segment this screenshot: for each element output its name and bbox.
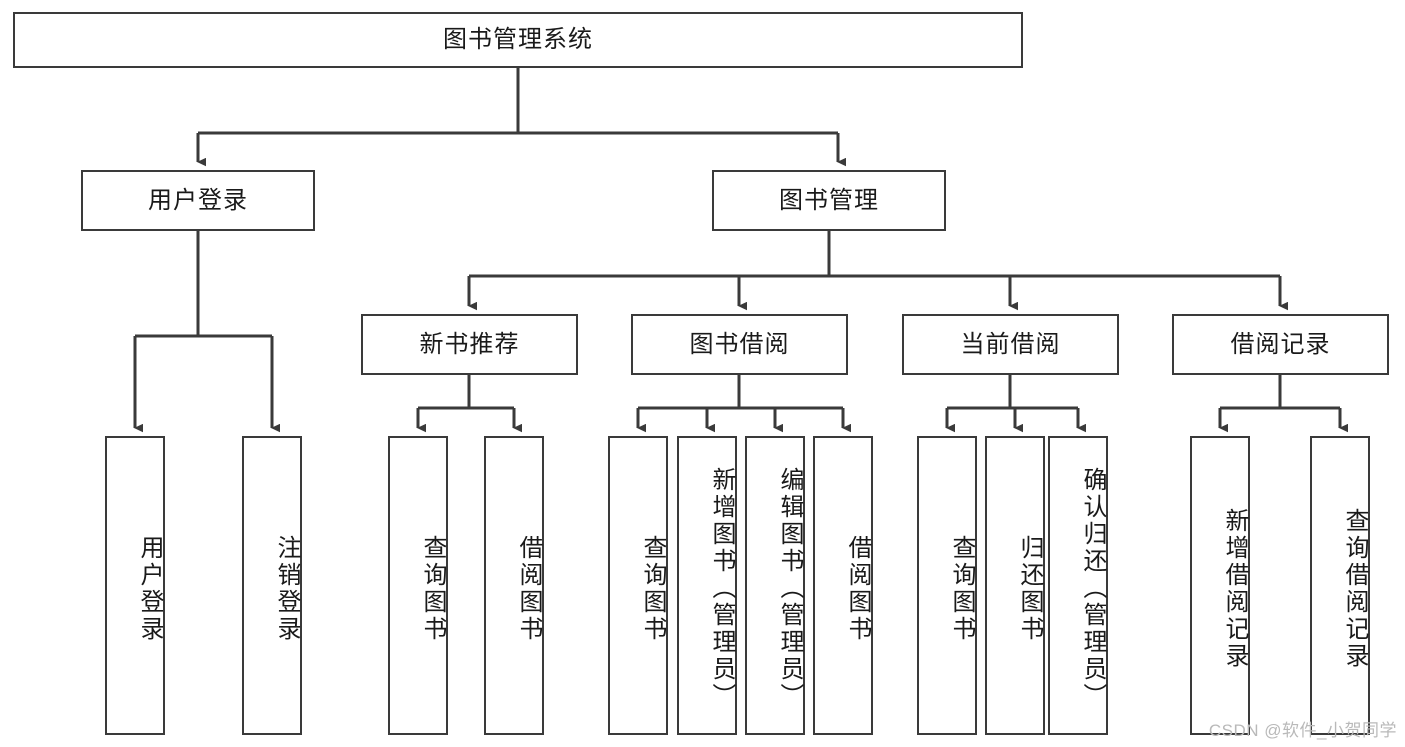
- node-leaf-user-login-label: 用户登录: [136, 534, 163, 643]
- node-book-manage-label: 图书管理: [779, 186, 879, 214]
- node-leaf-rec-search[interactable]: 查询借阅记录: [1310, 436, 1370, 735]
- node-leaf-borrow-add[interactable]: 新增图书（管理员）: [677, 436, 737, 735]
- node-leaf-cur-return-label: 归还图书: [1016, 534, 1043, 643]
- node-leaf-rec-search-label: 查询借阅记录: [1341, 507, 1368, 670]
- node-book-borrow[interactable]: 图书借阅: [631, 314, 848, 375]
- node-leaf-borrow-add-label: 新增图书（管理员）: [708, 467, 735, 710]
- node-leaf-user-login[interactable]: 用户登录: [105, 436, 165, 735]
- node-current-borrow[interactable]: 当前借阅: [902, 314, 1119, 375]
- node-book-manage[interactable]: 图书管理: [712, 170, 946, 231]
- node-leaf-cur-confirm[interactable]: 确认归还（管理员）: [1048, 436, 1108, 735]
- node-leaf-rec-query-label: 查询图书: [419, 534, 446, 643]
- node-new-book-rec[interactable]: 新书推荐: [361, 314, 578, 375]
- node-root[interactable]: 图书管理系统: [13, 12, 1023, 68]
- node-leaf-borrow-lend-label: 借阅图书: [844, 534, 871, 643]
- node-user-login[interactable]: 用户登录: [81, 170, 315, 231]
- node-leaf-borrow-query[interactable]: 查询图书: [608, 436, 668, 735]
- node-leaf-borrow-edit[interactable]: 编辑图书（管理员）: [745, 436, 805, 735]
- node-leaf-cur-return[interactable]: 归还图书: [985, 436, 1045, 735]
- node-leaf-user-logout[interactable]: 注销登录: [242, 436, 302, 735]
- node-book-borrow-label: 图书借阅: [689, 330, 790, 358]
- node-leaf-borrow-lend[interactable]: 借阅图书: [813, 436, 873, 735]
- node-leaf-rec-add-label: 新增借阅记录: [1221, 507, 1248, 670]
- node-leaf-cur-query-label: 查询图书: [948, 534, 975, 643]
- watermark-text: CSDN @软件_小贺同学: [1208, 721, 1397, 740]
- node-root-label: 图书管理系统: [443, 26, 593, 54]
- node-leaf-user-logout-label: 注销登录: [273, 534, 300, 643]
- node-leaf-rec-borrow-label: 借阅图书: [515, 534, 542, 643]
- node-leaf-borrow-edit-label: 编辑图书（管理员）: [776, 467, 803, 710]
- node-leaf-cur-confirm-label: 确认归还（管理员）: [1079, 467, 1106, 710]
- node-leaf-rec-add[interactable]: 新增借阅记录: [1190, 436, 1250, 735]
- node-new-book-rec-label: 新书推荐: [419, 330, 520, 358]
- node-leaf-rec-borrow[interactable]: 借阅图书: [484, 436, 544, 735]
- node-leaf-borrow-query-label: 查询图书: [639, 534, 666, 643]
- node-current-borrow-label: 当前借阅: [960, 330, 1061, 358]
- node-borrow-record-label: 借阅记录: [1230, 330, 1331, 358]
- node-leaf-rec-query[interactable]: 查询图书: [388, 436, 448, 735]
- node-leaf-cur-query[interactable]: 查询图书: [917, 436, 977, 735]
- node-borrow-record[interactable]: 借阅记录: [1172, 314, 1389, 375]
- node-user-login-label: 用户登录: [148, 186, 248, 214]
